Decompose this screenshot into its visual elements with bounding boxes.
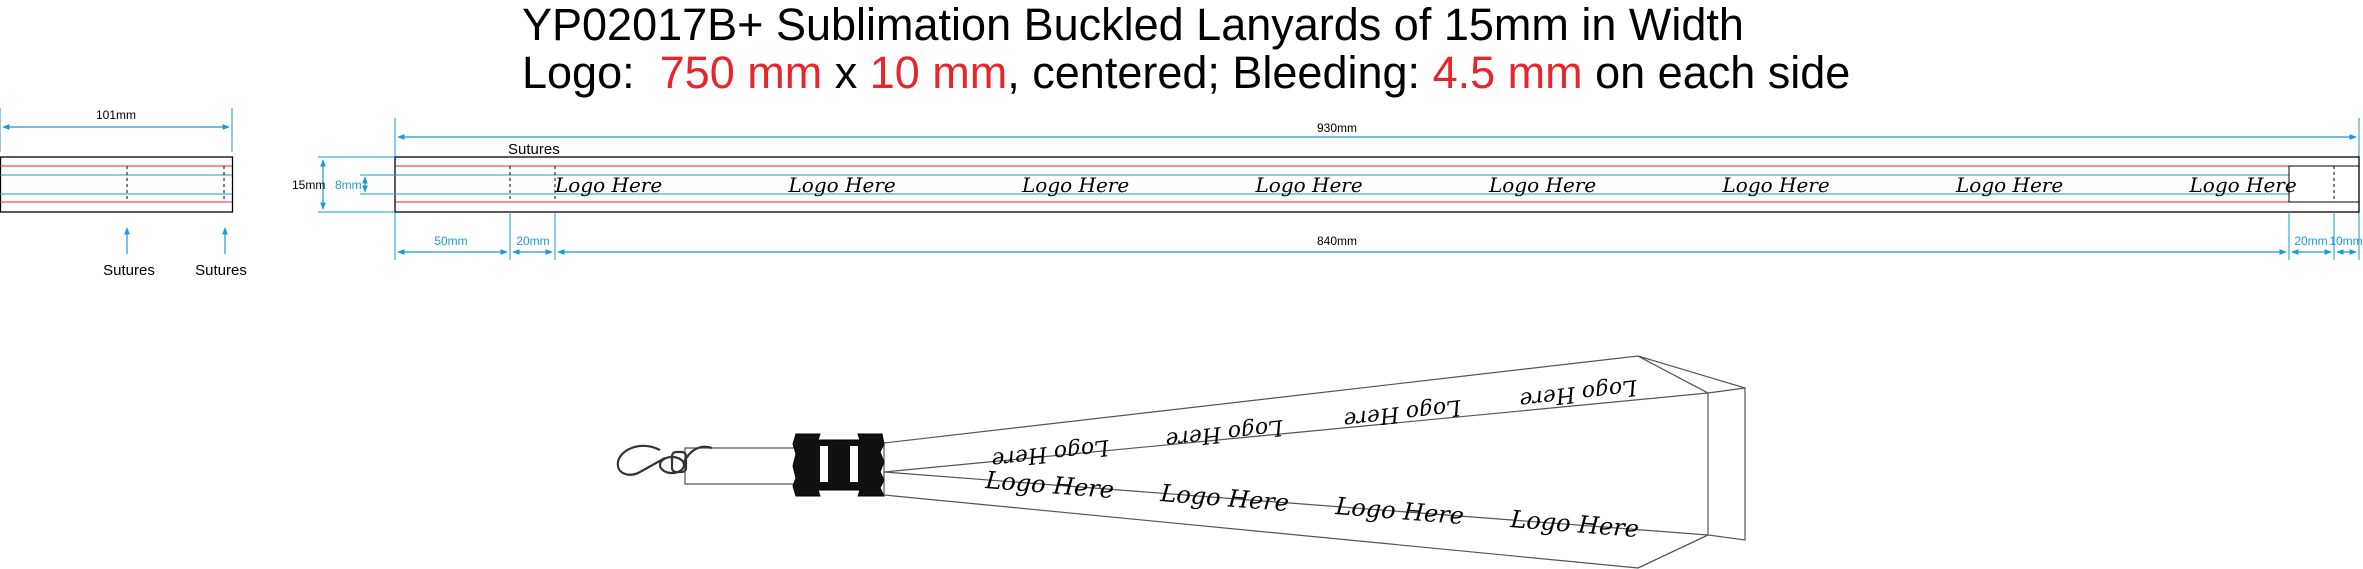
dim-10mm-label: 10mm (2329, 234, 2362, 248)
bleed-suffix: on each side (1595, 47, 1851, 98)
buckle-icon (792, 433, 885, 497)
strap-sutures-label: Sutures (508, 141, 560, 158)
strap-logo-text: Logo Here (1255, 173, 1363, 197)
strap-logo-text: Logo Here (1488, 173, 1596, 197)
strap-logo-row: Logo Here Logo Here Logo Here Logo Here Logo… (554, 173, 2297, 197)
strap-outline (394, 156, 2360, 213)
strap-end-zone (2288, 165, 2360, 203)
total-length-label: 930mm (1317, 121, 1357, 135)
strap-logo-text: Logo Here (2189, 173, 2297, 197)
left-sutures-label-2: Sutures (195, 262, 247, 279)
strap-logo-text: Logo Here (1021, 173, 1129, 197)
hook-clip-icon (616, 444, 713, 476)
strap-logo-text: Logo Here (554, 173, 662, 197)
logo-times-sign: x (834, 47, 858, 98)
centered-text: , centered; Bleeding: (1007, 47, 1421, 98)
strap-height-label: 15mm (292, 178, 325, 192)
product-title: YP02017B+ Sublimation Buckled Lanyards o… (522, 0, 1744, 50)
lanyard-fold-panel (1637, 355, 1746, 541)
dim-20mm-right-label: 20mm (2294, 234, 2327, 248)
bleed-value: 4.5 mm (1432, 47, 1583, 98)
logo-spec-line: Logo: 750 mm x 10 mm, centered; Bleeding… (522, 50, 1850, 95)
strap-logo-text: Logo Here (788, 173, 896, 197)
logo-prefix: Logo: (522, 47, 635, 98)
dim-840mm-label: 840mm (1317, 234, 1357, 248)
strap-logo-text: Logo Here (1722, 173, 1830, 197)
logo-width-value: 750 mm (659, 47, 823, 98)
strap-logo-text: Logo Here (1955, 173, 2063, 197)
left-sutures-label-1: Sutures (103, 262, 155, 279)
left-width-label: 101mm (96, 108, 136, 122)
logo-height-value: 10 mm (869, 47, 1008, 98)
dim-50mm-label: 50mm (434, 234, 467, 248)
left-piece-drawing: 101mm Sutures Sutures (0, 108, 247, 279)
left-piece-outline (0, 156, 234, 213)
logo-height-label: 8mm (335, 178, 362, 192)
dim-20mm-left-label: 20mm (516, 234, 549, 248)
hook-strap (684, 447, 799, 485)
